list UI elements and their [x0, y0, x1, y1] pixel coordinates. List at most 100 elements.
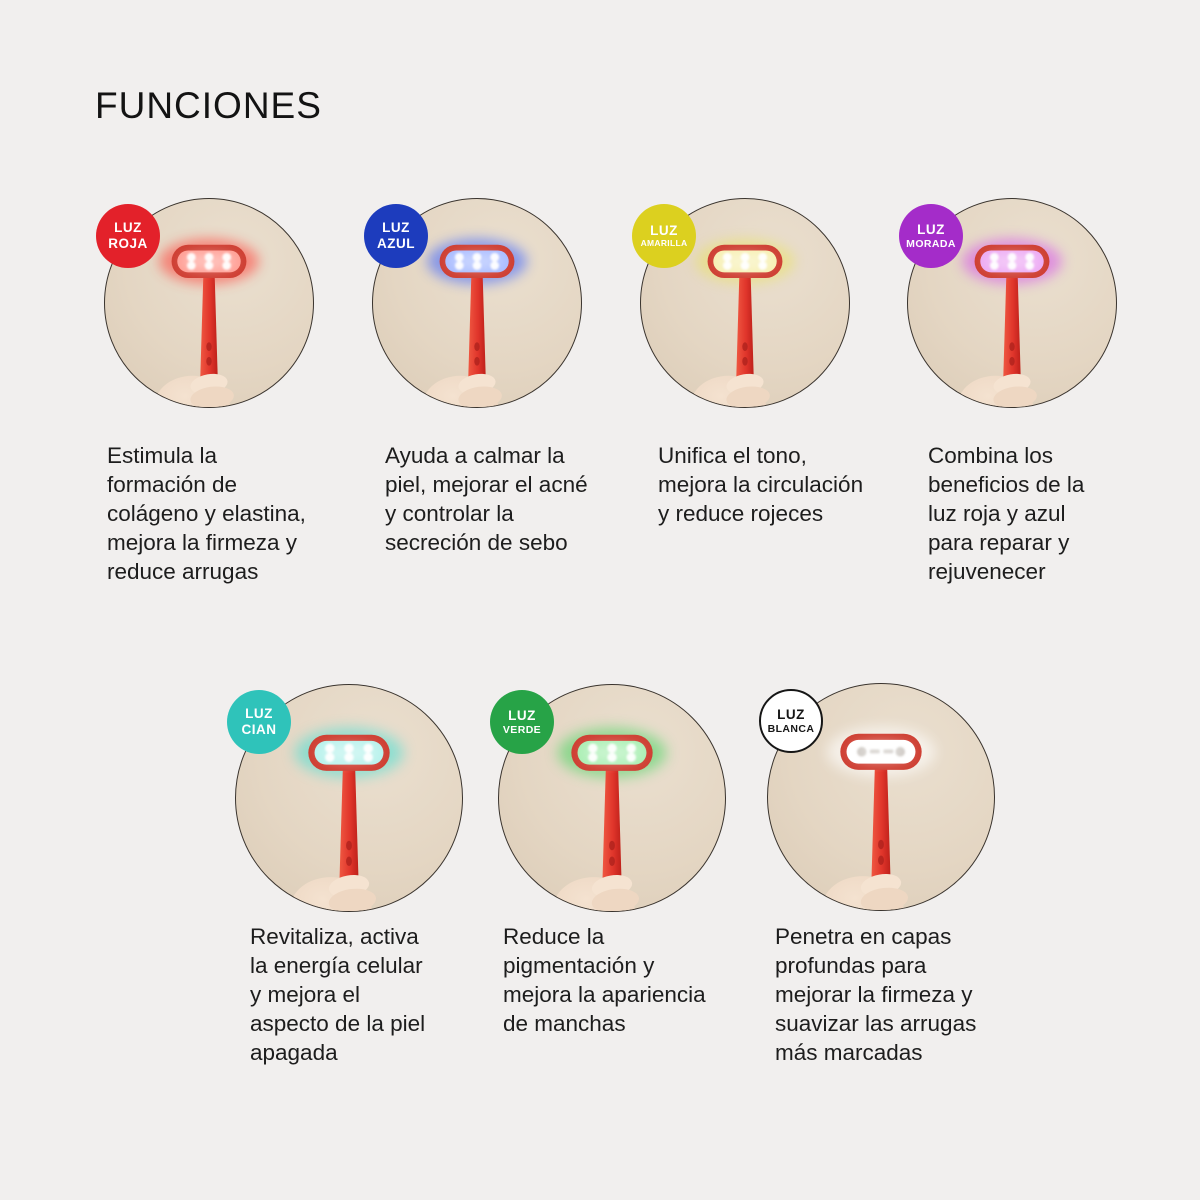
description-line: mejora la firmeza y	[107, 530, 298, 555]
description-line: mejorar la firmeza y	[775, 982, 973, 1007]
description-line: formación de	[107, 472, 238, 497]
description-line: piel, mejorar el acné	[385, 472, 588, 497]
device-button	[742, 342, 748, 352]
hand	[957, 373, 1037, 407]
hand	[553, 874, 639, 911]
description-line: la energía celular	[250, 953, 423, 978]
description-line: mejora la circulación	[658, 472, 864, 497]
hand	[822, 873, 908, 910]
description-line: profundas para	[775, 953, 927, 978]
badge-word: LUZ	[777, 707, 805, 723]
page-title: FUNCIONES	[95, 84, 322, 126]
wand-illustration	[422, 238, 527, 407]
hand	[422, 373, 502, 407]
device-button	[742, 356, 748, 366]
device-button	[474, 356, 480, 366]
description-line: mejora la apariencia	[503, 982, 706, 1007]
feature-description: Ayuda a calmar la piel, mejorar el acné …	[385, 441, 588, 557]
feature-description: Combina los beneficios de la luz roja y …	[928, 441, 1084, 586]
feature-description: Penetra en capas profundas para mejorar …	[775, 922, 976, 1067]
feature-description: Estimula la formación de colágeno y elas…	[107, 441, 306, 586]
device-button	[346, 856, 352, 867]
device-stem	[601, 769, 623, 902]
description-line: rejuvenecer	[928, 559, 1046, 584]
badge-color-name: MORADA	[906, 237, 956, 250]
badge-word: LUZ	[114, 220, 142, 236]
badge-color-name: CIAN	[241, 722, 277, 737]
description-line: Reduce la	[503, 924, 605, 949]
device-button	[878, 839, 884, 850]
device-button	[474, 342, 480, 352]
device-button	[609, 840, 615, 851]
device-stem	[870, 768, 892, 901]
description-line: suavizar las arrugas	[775, 1011, 977, 1036]
product-photo-circle	[767, 683, 995, 911]
description-line: Combina los	[928, 443, 1054, 468]
light-badge-verde: LUZ VERDE	[490, 690, 554, 754]
description-line: Estimula la	[107, 443, 218, 468]
lens-sheen	[319, 743, 379, 762]
description-line: Revitaliza, activa	[250, 924, 419, 949]
lens-sheen	[449, 253, 505, 270]
badge-word: LUZ	[917, 222, 945, 238]
lens-sheen	[181, 253, 237, 270]
device-stem	[467, 277, 487, 399]
badge-word: LUZ	[245, 706, 273, 722]
light-badge-roja: LUZ ROJA	[96, 204, 160, 268]
lens-sheen	[984, 253, 1040, 270]
wand-illustration	[822, 726, 936, 910]
device-button	[1009, 342, 1015, 352]
light-badge-amarilla: LUZ AMARILLA	[632, 204, 696, 268]
badge-word: LUZ	[508, 708, 536, 724]
description-line: secreción de sebo	[385, 530, 568, 555]
device-button	[878, 855, 884, 866]
description-line: de manchas	[503, 1011, 626, 1036]
description-line: y mejora el	[250, 982, 361, 1007]
description-line: pigmentación y	[503, 953, 655, 978]
product-photo-circle	[104, 198, 314, 408]
device-button	[609, 856, 615, 867]
device-button	[206, 342, 212, 352]
device-stem	[735, 277, 755, 399]
description-line: Ayuda a calmar la	[385, 443, 565, 468]
device-stem	[1002, 277, 1022, 399]
device-button	[346, 840, 352, 851]
feature-description: Revitaliza, activa la energía celular y …	[250, 922, 425, 1067]
wand-illustration	[957, 238, 1062, 407]
wand-illustration	[290, 727, 404, 911]
description-line: más marcadas	[775, 1040, 923, 1065]
product-photo-circle	[640, 198, 850, 408]
description-line: y reduce rojeces	[658, 501, 824, 526]
wand-illustration	[553, 727, 667, 911]
light-badge-cian: LUZ CIAN	[227, 690, 291, 754]
wand-illustration	[690, 238, 795, 407]
hand	[690, 373, 770, 407]
hand	[154, 373, 234, 407]
description-line: aspecto de la piel	[250, 1011, 426, 1036]
lens-sheen	[851, 742, 911, 761]
badge-word: LUZ	[382, 220, 410, 236]
product-photo-circle	[498, 684, 726, 912]
badge-color-name: ROJA	[108, 236, 148, 251]
wand-illustration	[154, 238, 259, 407]
light-badge-azul: LUZ AZUL	[364, 204, 428, 268]
description-line: para reparar y	[928, 530, 1070, 555]
description-line: beneficios de la	[928, 472, 1085, 497]
device-button	[206, 356, 212, 366]
device-stem	[199, 277, 219, 399]
lens-sheen	[717, 253, 773, 270]
description-line: reduce arrugas	[107, 559, 259, 584]
badge-color-name: AZUL	[377, 236, 415, 251]
description-line: luz roja y azul	[928, 501, 1066, 526]
badge-color-name: BLANCA	[767, 722, 815, 735]
feature-description: Reduce la pigmentación y mejora la apari…	[503, 922, 706, 1038]
badge-color-name: VERDE	[502, 723, 542, 736]
badge-color-name: AMARILLA	[640, 237, 688, 248]
description-line: colágeno y elastina,	[107, 501, 306, 526]
badge-word: LUZ	[650, 223, 678, 239]
hand	[290, 874, 376, 911]
light-badge-morada: LUZ MORADA	[899, 204, 963, 268]
description-line: Penetra en capas	[775, 924, 952, 949]
lens-sheen	[582, 743, 642, 762]
